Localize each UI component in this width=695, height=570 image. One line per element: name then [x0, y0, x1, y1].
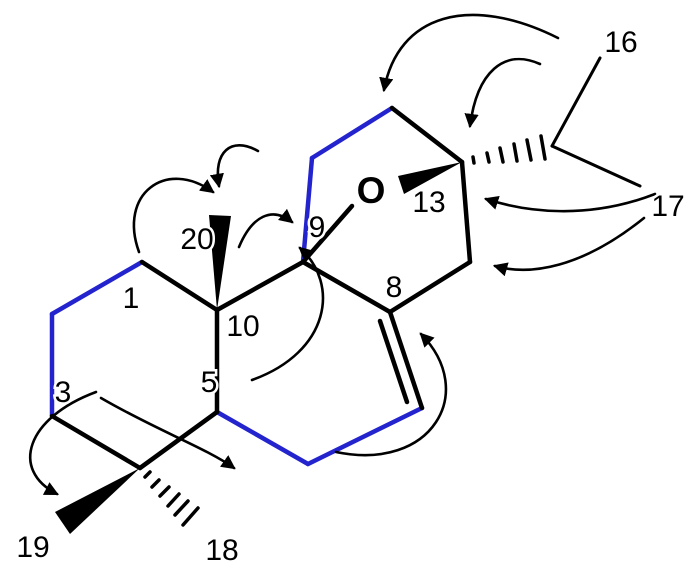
- hash-stroke: [498, 146, 505, 164]
- correlation-arrows: [29, 13, 657, 496]
- arrow-17-to-c14: [492, 216, 646, 277]
- arrow-left-to-c20: [132, 177, 215, 254]
- hash-stroke: [471, 155, 476, 165]
- atom-label-c17: 17: [651, 190, 684, 223]
- atom-label-c1: 1: [123, 282, 140, 315]
- hash-stroke: [181, 506, 200, 527]
- bond-c1-c2: [49, 259, 145, 317]
- hashed-bond-c13-c15: [471, 134, 547, 165]
- bond-c7-c6: [305, 405, 425, 467]
- atom-label-c8: 8: [386, 271, 403, 304]
- hash-stroke: [166, 492, 181, 508]
- wedge-c10-c20: [209, 215, 231, 310]
- highlighted-bonds: [49, 105, 425, 467]
- arrow-c3-to-c18: [99, 396, 236, 470]
- bond-c4-c5: [137, 409, 220, 471]
- atom-label-c5: 5: [201, 366, 218, 399]
- atom-label-c3: 3: [55, 376, 72, 409]
- bond-c6-c5: [214, 409, 311, 467]
- arrow-c3-to-c19: [29, 390, 98, 496]
- wedge-bonds: [55, 162, 462, 534]
- hash-stroke: [143, 470, 152, 479]
- arrow-16-to-c13: [464, 57, 542, 129]
- atom-label-c19: 19: [16, 531, 49, 564]
- bond-c15-c17: [550, 144, 642, 188]
- bond-c15-c16: [550, 56, 602, 148]
- bond-c9-c11: [300, 155, 315, 265]
- arrow-olefin-to-c8: [334, 332, 448, 457]
- arrow-c20-to-c9: [237, 208, 294, 249]
- atom-label-c13: 13: [412, 186, 445, 219]
- bond-c3-c4: [49, 413, 143, 471]
- wedge-c13-oxygen: [398, 162, 462, 194]
- atom-label-c10: 10: [226, 310, 259, 343]
- wedge-c4-c19: [55, 468, 140, 534]
- hashed-bond-c4-c18: [143, 470, 200, 527]
- skeleton-bonds: [49, 56, 642, 471]
- arrow-17-to-c13: [483, 192, 657, 213]
- bond-c10-c9: [214, 259, 306, 313]
- hash-stroke: [525, 138, 533, 162]
- hash-stroke: [539, 134, 547, 161]
- hash-stroke: [485, 151, 491, 164]
- arrow-c5-to-c9: [250, 246, 325, 382]
- bond-c8-c7-double-outer: [387, 309, 425, 411]
- atom-label-c9: 9: [309, 211, 326, 244]
- arrow-16-to-ring-top: [379, 13, 560, 93]
- atom-label-c16: 16: [604, 26, 637, 59]
- bond-c11-c12: [309, 105, 395, 161]
- atom-labels: 1 3 5 8 9 10 13 16 17 18 19 20 O: [14, 24, 687, 570]
- hash-stroke: [150, 478, 161, 489]
- hash-stroke: [512, 142, 519, 163]
- bond-c13-c14: [459, 159, 473, 265]
- atom-label-c18: 18: [205, 534, 238, 567]
- bond-c8-c7-double-inner: [377, 318, 410, 405]
- hash-stroke: [173, 499, 190, 517]
- arrow-top-to-c20: [209, 144, 260, 189]
- atom-label-c20: 20: [180, 223, 213, 256]
- hash-stroke: [158, 485, 171, 498]
- bond-c10-c1: [139, 259, 220, 313]
- bond-c12-c13: [389, 105, 465, 165]
- atom-label-oxygen: O: [357, 170, 386, 211]
- bond-c14-c8: [387, 259, 473, 315]
